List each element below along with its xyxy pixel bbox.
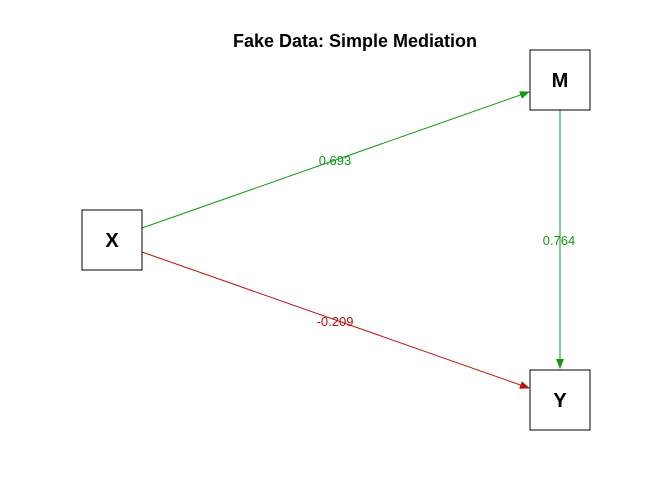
node-y-label: Y [553, 390, 567, 412]
node-m: M [529, 49, 591, 111]
node-y: Y [529, 369, 591, 431]
edge-label-x-to-m: 0.693 [319, 153, 352, 168]
node-x-label: X [105, 230, 119, 252]
edge-x-to-m [141, 91, 530, 229]
edge-label-m-to-y: 0.764 [543, 233, 576, 248]
node-x-box [81, 209, 143, 271]
node-m-box [529, 49, 591, 111]
node-x: X [81, 209, 143, 271]
diagram-title: Fake Data: Simple Mediation [233, 31, 477, 51]
edge-label-x-to-y: -0.209 [317, 314, 354, 329]
edge-x-to-y [141, 251, 530, 389]
node-m-label: M [552, 70, 569, 92]
node-y-box [529, 369, 591, 431]
